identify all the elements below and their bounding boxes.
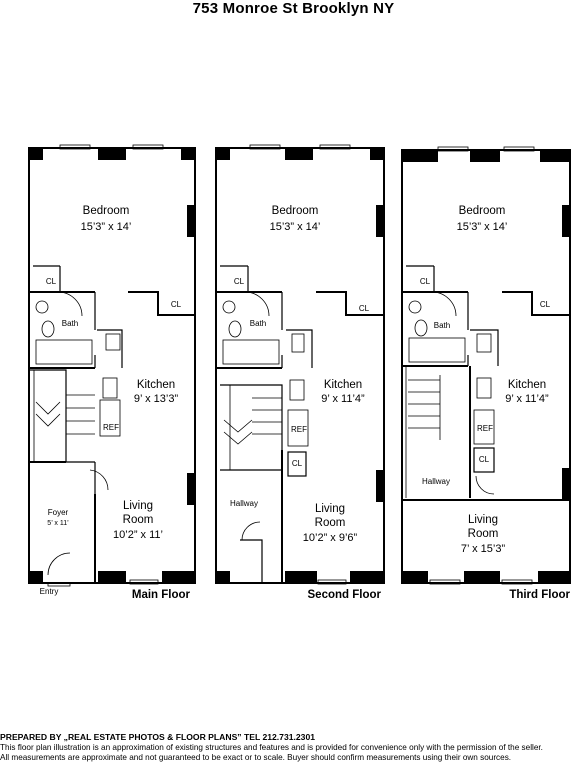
- ref-label: REF: [477, 424, 493, 433]
- second-floor-plan: Bedroom 15’3” x 14’ CL CL Bath Kitchen 9…: [215, 144, 385, 601]
- closet-label: CL: [292, 459, 303, 468]
- living-room-label: Living: [123, 500, 153, 512]
- floor-name: Third Floor: [509, 589, 570, 601]
- bath-label: Bath: [434, 321, 450, 330]
- main-floor-plan: Bedroom 15’3” x 14’ CL CL Bath Kitchen 9…: [28, 144, 196, 601]
- kitchen-label: Kitchen: [324, 379, 362, 391]
- entry-label: Entry: [40, 587, 59, 596]
- kitchen-dimensions: 9’ x 11’4”: [505, 393, 549, 405]
- floor-name: Main Floor: [132, 589, 191, 601]
- bedroom-label: Bedroom: [459, 205, 506, 217]
- kitchen-dimensions: 9’ x 13’3”: [134, 393, 179, 405]
- closet-label: CL: [234, 277, 245, 286]
- kitchen-label: Kitchen: [137, 379, 175, 391]
- closet-label: CL: [171, 300, 182, 309]
- living-room-label: Room: [315, 517, 346, 529]
- ref-label: REF: [103, 423, 119, 432]
- living-room-label: Room: [468, 528, 499, 540]
- bedroom-dimensions: 15’3” x 14’: [457, 221, 508, 233]
- foyer-label: Foyer: [48, 508, 69, 517]
- living-room-dimensions: 10’2” x 11’: [113, 529, 163, 541]
- bedroom-dimensions: 15’3” x 14’: [81, 221, 132, 233]
- kitchen-dimensions: 9’ x 11’4”: [321, 393, 365, 405]
- hallway-label: Hallway: [230, 499, 258, 508]
- living-room-dimensions: 10’2” x 9’6”: [303, 532, 358, 544]
- bath-label: Bath: [62, 319, 78, 328]
- hallway-label: Hallway: [422, 477, 450, 486]
- disclaimer-line: All measurements are approximate and not…: [0, 753, 512, 762]
- prepared-by-line: PREPARED BY „REAL ESTATE PHOTOS & FLOOR …: [0, 732, 316, 742]
- page-title: 753 Monroe St Brooklyn NY: [192, 0, 395, 17]
- living-room-label: Living: [468, 514, 498, 526]
- ref-label: REF: [291, 425, 307, 434]
- disclaimer-line: This floor plan illustration is an appro…: [0, 742, 543, 752]
- floor-name: Second Floor: [308, 589, 382, 601]
- bath-label: Bath: [250, 319, 266, 328]
- living-room-dimensions: 7’ x 15’3”: [461, 543, 506, 555]
- bedroom-label: Bedroom: [272, 205, 319, 217]
- bedroom-label: Bedroom: [83, 205, 130, 217]
- closet-label: CL: [46, 277, 57, 286]
- footer-disclaimer: PREPARED BY „REAL ESTATE PHOTOS & FLOOR …: [0, 732, 587, 764]
- closet-label: CL: [420, 277, 431, 286]
- closet-label: CL: [540, 300, 551, 309]
- third-floor-plan: Bedroom 15’3” x 14’ CL CL Bath Kitchen 9…: [401, 146, 571, 601]
- foyer-dimensions: 5’ x 11’: [47, 520, 69, 527]
- living-room-label: Living: [315, 503, 345, 515]
- living-room-label: Room: [123, 514, 154, 526]
- bedroom-dimensions: 15’3” x 14’: [270, 221, 321, 233]
- kitchen-label: Kitchen: [508, 379, 546, 391]
- floor-plan-diagram: Bedroom 15’3” x 14’ CL CL Bath Kitchen 9…: [28, 144, 571, 601]
- closet-label: CL: [359, 304, 370, 313]
- closet-label: CL: [479, 455, 490, 464]
